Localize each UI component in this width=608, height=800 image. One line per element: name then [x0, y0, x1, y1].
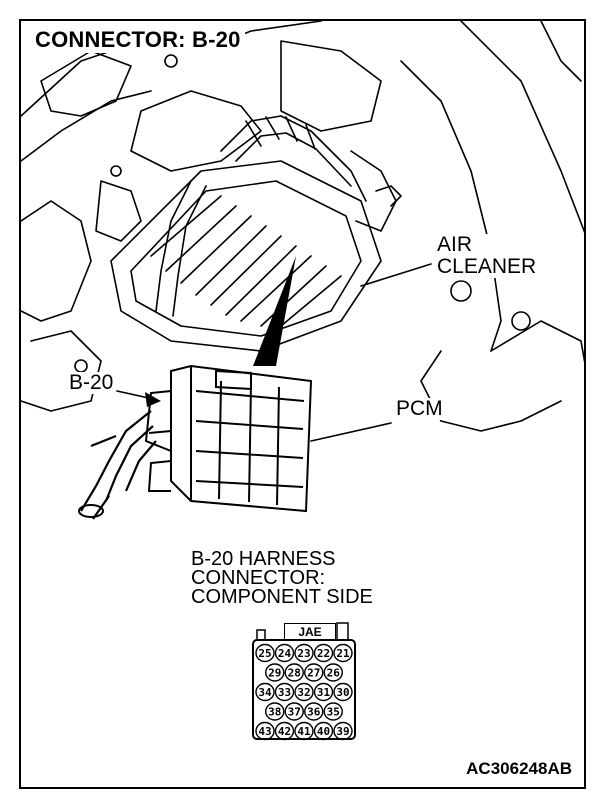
connector-pin-number: 42 [278, 725, 291, 738]
harness-connector-face: 25 24 23 22 21 29 28 27 26 34 33 32 31 30 38 37 36 35 43 42… [252, 622, 356, 741]
connector-pin [313, 721, 334, 741]
connector-pin-number: 41 [297, 725, 311, 738]
connector-caption: B-20 HARNESS CONNECTOR: COMPONENT SIDE [191, 548, 373, 608]
connector-pin [294, 721, 314, 741]
connector-pin-number: 21 [336, 647, 350, 660]
connector-pin-number: 31 [317, 686, 331, 699]
connector-pin [294, 682, 314, 702]
figure-code: AC306248AB [466, 759, 572, 778]
connector-pin [333, 643, 353, 663]
connector-pin [304, 702, 324, 721]
connector-pin-number: 35 [327, 706, 340, 719]
connector-pin [323, 702, 343, 721]
connector-pin [274, 643, 295, 663]
connector-pin-number: 27 [307, 667, 320, 680]
connector-pin [333, 682, 353, 702]
b20-arrow-icon [145, 392, 161, 407]
connector-pin-number: 40 [317, 725, 330, 738]
connector-pin [313, 643, 334, 663]
diagram-frame: 25 24 23 22 21 29 28 27 26 34 33 32 31 30 38 37 36 35 43 42… [19, 19, 586, 789]
connector-pin-number: 36 [307, 706, 321, 719]
connector-pin [333, 721, 353, 741]
connector-pin-number: 30 [336, 686, 349, 699]
connector-pin-number: 23 [297, 647, 310, 660]
connector-pin-number: 43 [258, 725, 271, 738]
connector-pin [294, 643, 314, 663]
connector-pin [255, 682, 275, 702]
connector-pin [255, 643, 275, 663]
connector-brand-label: JAE [284, 623, 336, 640]
connector-pin-number: 28 [288, 667, 301, 680]
connector-pointer-label: B-20 [69, 371, 114, 394]
air-cleaner-label: AIR CLEANER [437, 233, 537, 278]
connector-pin-number: 39 [336, 725, 349, 738]
connector-pin [284, 663, 304, 682]
connector-pin [304, 663, 324, 682]
connector-pin [274, 682, 295, 702]
wire-harness [80, 410, 157, 520]
connector-pin [274, 721, 295, 741]
connector-pin-number: 38 [268, 706, 281, 719]
connector-pin [265, 663, 285, 682]
page-title: CONNECTOR: B-20 [35, 27, 245, 53]
pcm-module [144, 364, 313, 513]
connector-pin-number: 24 [278, 647, 292, 660]
connector-pin [255, 721, 275, 741]
connector-pin [313, 682, 334, 702]
connector-pin-number: 37 [288, 706, 301, 719]
connector-pin-number: 26 [327, 667, 341, 680]
connector-pin-number: 34 [258, 686, 272, 699]
connector-pin [323, 663, 343, 682]
connector-pin-number: 25 [258, 647, 271, 660]
connector-pin-number: 33 [278, 686, 291, 699]
connector-pin [284, 702, 304, 721]
pcm-label: PCM [396, 397, 443, 420]
connector-pin-number: 22 [317, 647, 330, 660]
connector-pin-number: 29 [268, 667, 281, 680]
pointer-wedge [253, 256, 296, 366]
connector-pin [265, 702, 285, 721]
connector-pin-number: 32 [297, 686, 310, 699]
engine-bay-illustration: 25 24 23 22 21 29 28 27 26 34 33 32 31 30 38 37 36 35 43 42… [21, 21, 584, 741]
